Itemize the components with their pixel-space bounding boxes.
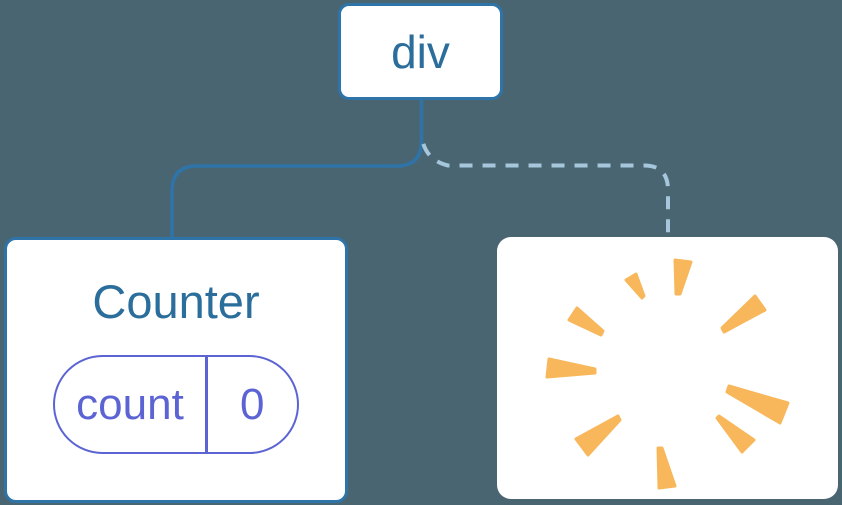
root-node: div xyxy=(338,3,503,100)
root-node-label: div xyxy=(391,25,450,78)
state-key-label: count xyxy=(76,379,184,429)
destroyed-node xyxy=(497,237,838,499)
state-value-label: 0 xyxy=(240,379,265,429)
dashed-connector xyxy=(419,135,670,239)
solid-connector xyxy=(170,100,424,239)
pill-divider xyxy=(205,357,208,452)
poof-icon xyxy=(545,258,790,490)
counter-node: Counter count 0 xyxy=(4,237,348,503)
counter-node-title: Counter xyxy=(92,275,260,328)
state-pill: count 0 xyxy=(53,355,299,454)
